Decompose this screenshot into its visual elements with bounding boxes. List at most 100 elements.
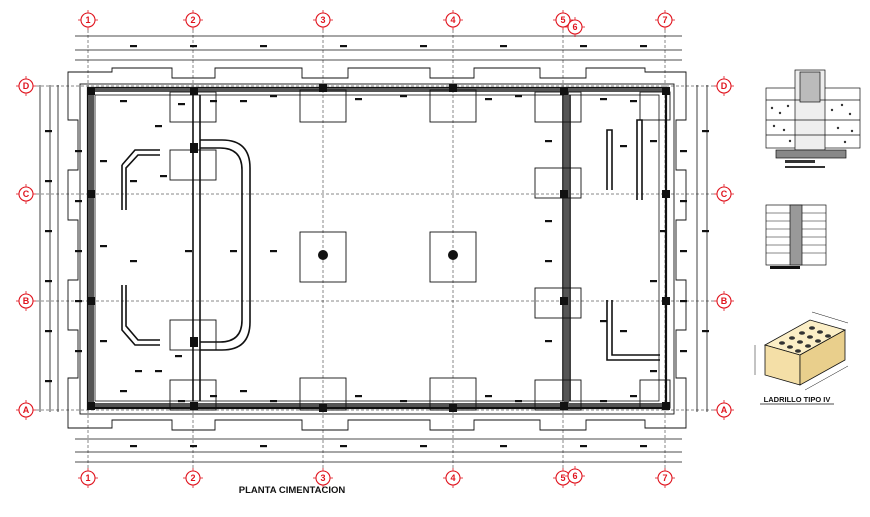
annotation-tick <box>190 45 197 48</box>
axis-label: 2 <box>190 15 195 25</box>
axis-label: A <box>23 405 30 415</box>
annotation-tick <box>515 95 522 98</box>
annotation-tick <box>340 45 347 48</box>
axis-label: 3 <box>320 473 325 483</box>
annotation-tick <box>75 200 82 203</box>
annotation-tick <box>680 200 687 203</box>
axis-label: 7 <box>662 473 667 483</box>
annotation-tick <box>650 370 657 373</box>
axis-marker-col-top: 1 <box>78 10 98 30</box>
annotation-tick <box>190 445 197 448</box>
annotation-tick <box>545 140 552 143</box>
axis-label: 7 <box>662 15 667 25</box>
annotation-tick <box>75 250 82 253</box>
annotation-tick <box>702 330 709 333</box>
detail-section-1 <box>765 69 861 168</box>
axis-marker-col-top: 2 <box>183 10 203 30</box>
axis-marker-col-bottom: 1 <box>78 468 98 488</box>
annotation-tick <box>260 445 267 448</box>
annotation-tick <box>178 103 185 106</box>
annotation-ticks <box>45 45 709 448</box>
annotation-tick <box>485 98 492 101</box>
annotation-tick <box>100 340 107 343</box>
axis-marker-col-bottom: 6 <box>565 466 585 486</box>
axis-marker-col-bottom: 3 <box>313 468 333 488</box>
interior-walls <box>121 95 660 401</box>
annotation-tick <box>545 260 552 263</box>
annotation-tick <box>270 400 277 403</box>
annotation-tick <box>175 355 182 358</box>
annotation-tick <box>600 98 607 101</box>
annotation-tick <box>680 350 687 353</box>
axis-label: 4 <box>450 473 455 483</box>
axis-label: 6 <box>572 22 577 32</box>
annotation-tick <box>75 150 82 153</box>
annotation-tick <box>120 390 127 393</box>
annotation-tick <box>620 330 627 333</box>
brick-caption: LADRILLO TIPO IV <box>764 395 831 404</box>
axis-marker-row-right: C <box>714 184 734 204</box>
annotation-tick <box>702 230 709 233</box>
axis-label: 5 <box>560 15 565 25</box>
axis-marker-col-top: 3 <box>313 10 333 30</box>
annotation-tick <box>130 180 137 183</box>
annotation-tick <box>702 130 709 133</box>
annotation-tick <box>420 445 427 448</box>
annotation-tick <box>160 175 167 178</box>
axis-marker-row-right: A <box>714 400 734 420</box>
annotation-tick <box>75 300 82 303</box>
annotation-tick <box>580 45 587 48</box>
annotation-tick <box>600 320 607 323</box>
annotation-tick <box>630 100 637 103</box>
axis-label: A <box>721 405 728 415</box>
axis-marker-col-top: 5 <box>553 10 573 30</box>
annotation-tick <box>620 145 627 148</box>
annotation-tick <box>650 280 657 283</box>
annotation-tick <box>680 150 687 153</box>
column-marks <box>87 84 670 412</box>
annotation-tick <box>45 280 52 283</box>
annotation-tick <box>515 400 522 403</box>
annotation-tick <box>340 445 347 448</box>
axis-marker-col-bottom: 4 <box>443 468 463 488</box>
axis-marker-col-bottom: 7 <box>655 468 675 488</box>
axis-label: 1 <box>85 473 90 483</box>
annotation-tick <box>485 395 492 398</box>
annotation-tick <box>210 100 217 103</box>
annotation-tick <box>155 125 162 128</box>
annotation-tick <box>580 445 587 448</box>
annotation-tick <box>178 400 185 403</box>
footing-outline <box>67 67 687 431</box>
drawing-title: PLANTA CIMENTACION <box>239 485 346 496</box>
annotation-tick <box>155 370 162 373</box>
axis-label: 1 <box>85 15 90 25</box>
annotation-tick <box>420 45 427 48</box>
axis-marker-row-right: D <box>714 76 734 96</box>
annotation-tick <box>500 445 507 448</box>
axis-label: C <box>23 189 30 199</box>
annotation-tick <box>400 400 407 403</box>
annotation-tick <box>100 160 107 163</box>
annotation-tick <box>640 445 647 448</box>
annotation-tick <box>130 445 137 448</box>
annotation-tick <box>400 95 407 98</box>
annotation-tick <box>270 250 277 253</box>
annotation-tick <box>45 230 52 233</box>
axis-marker-row-left: C <box>16 184 36 204</box>
annotation-tick <box>185 250 192 253</box>
axis-label: B <box>721 296 728 306</box>
annotation-tick <box>660 230 667 233</box>
axis-marker-col-top: 6 <box>565 17 585 37</box>
axis-marker-row-left: D <box>16 76 36 96</box>
axis-label: D <box>721 81 728 91</box>
axis-label: D <box>23 81 30 91</box>
annotation-tick <box>130 45 137 48</box>
annotation-tick <box>230 250 237 253</box>
annotation-tick <box>100 245 107 248</box>
annotation-tick <box>600 400 607 403</box>
perimeter-wall <box>86 86 668 410</box>
annotation-tick <box>75 350 82 353</box>
axis-marker-col-top: 4 <box>443 10 463 30</box>
